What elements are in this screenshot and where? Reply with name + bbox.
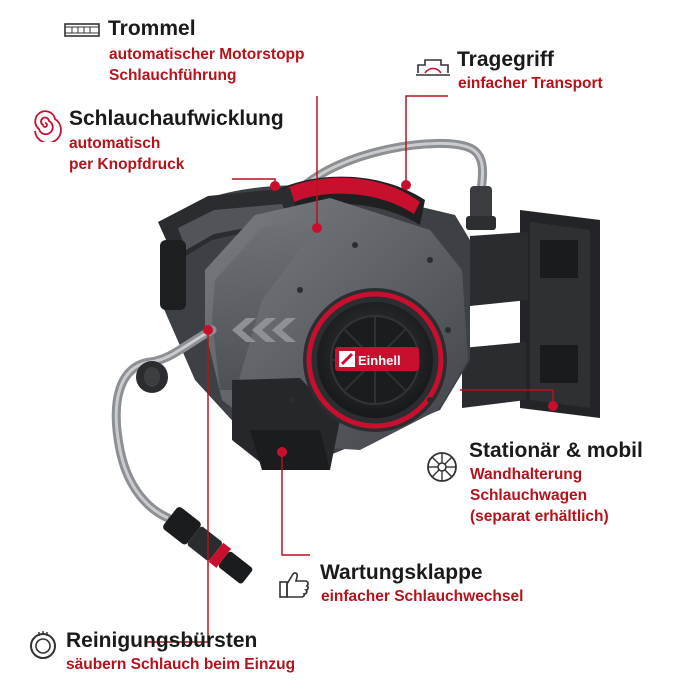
callout-title-reinigungsbuersten: Reinigungsbürsten [66, 629, 258, 652]
spray-nozzle [163, 507, 253, 584]
callout-line-reinigung-1: säubern Schlauch beim Einzug [66, 656, 296, 673]
callout-line-stationaer-1: Wandhalterung [470, 466, 583, 483]
drum-icon [64, 21, 100, 39]
callout-title-trommel: Trommel [108, 17, 196, 40]
callout-title-wartungsklappe: Wartungsklappe [320, 561, 483, 584]
spiral-icon [28, 108, 62, 142]
brand-logo: Einhell [335, 347, 419, 371]
callout-title-stationaer: Stationär & mobil [469, 439, 643, 462]
callout-line-stationaer-2: Schlauchwagen [470, 487, 588, 504]
callout-title-tragegriff: Tragegriff [457, 48, 554, 71]
callout-line-wartung-1: einfacher Schlauchwechsel [321, 588, 524, 605]
wheel-icon [425, 450, 459, 484]
callout-line-stationaer-3: (separat erhältlich) [470, 508, 609, 525]
callout-line-schlauch-1: automatisch [69, 135, 161, 152]
callout-line-schlauch-2: per Knopfdruck [69, 156, 185, 173]
callout-line-trommel-2: Schlauchführung [109, 67, 237, 84]
thumbs-up-icon [278, 570, 310, 600]
svg-text:Einhell: Einhell [358, 353, 401, 368]
callout-line-trommel-1: automatischer Motorstopp [109, 46, 305, 63]
callout-title-schlauchaufwicklung: Schlauchaufwicklung [69, 107, 284, 130]
wall-bracket [462, 210, 600, 418]
handle-icon [415, 55, 451, 79]
callout-line-tragegriff-1: einfacher Transport [458, 75, 603, 92]
ring-icon [28, 630, 58, 660]
